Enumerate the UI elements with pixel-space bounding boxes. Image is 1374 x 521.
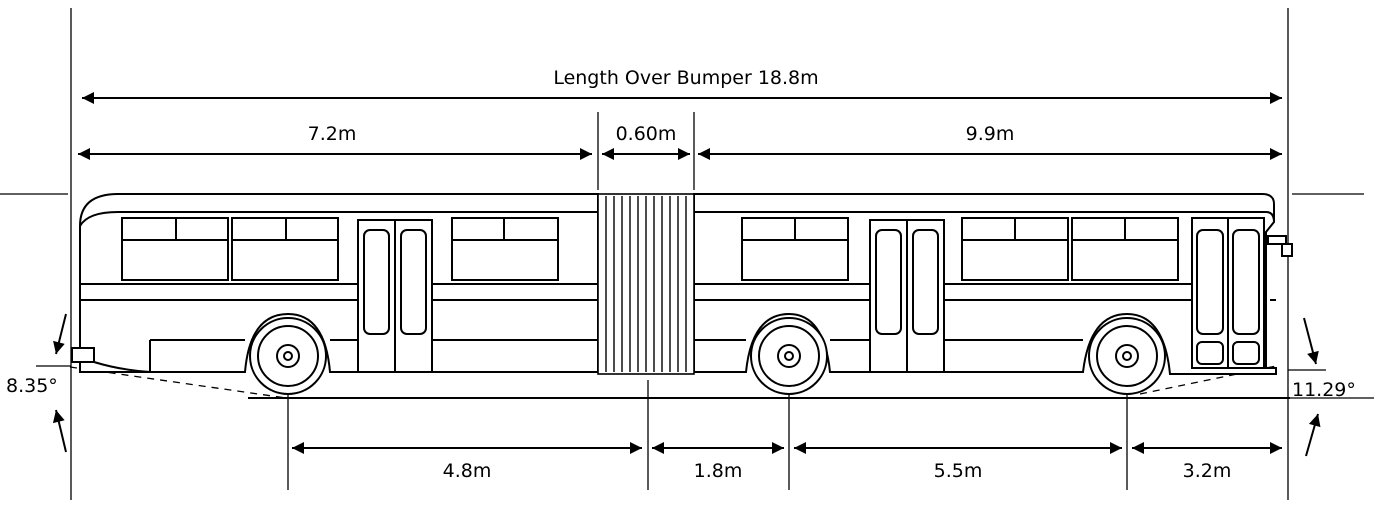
dimension-labels: Length Over Bumper 18.8m 7.2m 0.60m 9.9m… [6,67,1356,482]
front-section-length-label: 7.2m [308,123,357,145]
ground-lines [36,365,1374,399]
joint-to-middle-axle-label: 1.8m [694,460,743,482]
overall-length-label: Length Over Bumper 18.8m [553,67,818,89]
rear-section-length-label: 9.9m [966,123,1015,145]
front-bumper [71,347,95,363]
wheels [249,317,1166,395]
middle-to-rear-axle-label: 5.5m [934,460,983,482]
front-angle-arrow-up [52,409,67,453]
rear-wheel [1088,317,1166,395]
front-angle-arrow-down [53,313,67,355]
bellows-folds [605,196,687,372]
bus-drawing [71,193,1293,375]
rear-overhang-label: 3.2m [1183,460,1232,482]
front-wheel [249,317,327,395]
dimension-arrows [52,92,1321,457]
front-axle-to-joint-label: 4.8m [443,460,492,482]
joint-length-label: 0.60m [616,123,677,145]
rear-angle-arrow-down [1303,317,1319,365]
rear-departure-angle-label: 11.29° [1292,379,1356,401]
front-approach-angle-label: 8.35° [6,375,58,397]
middle-wheel [750,317,828,395]
rear-angle-arrow-up [1305,413,1321,457]
